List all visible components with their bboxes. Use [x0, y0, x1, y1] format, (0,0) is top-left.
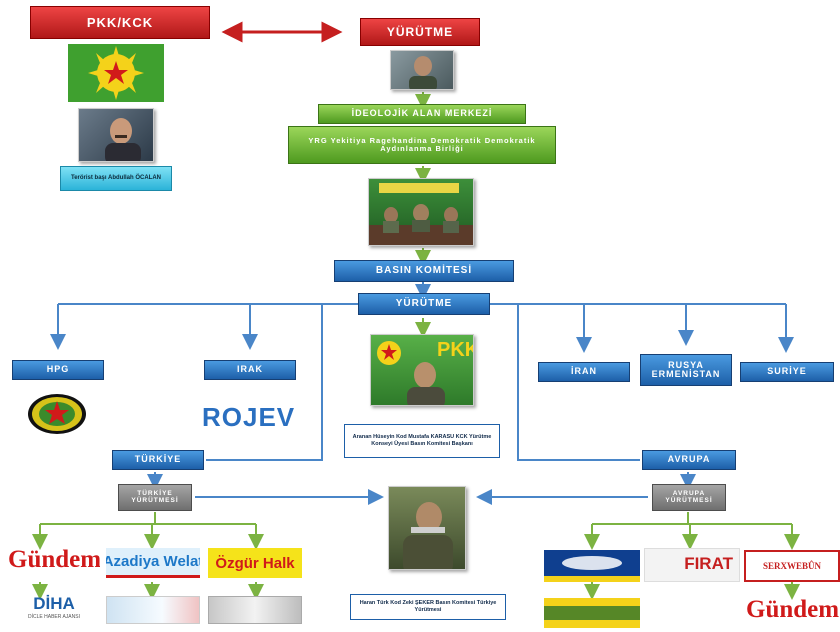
region-iran-label: İRAN — [571, 366, 597, 377]
azadiya-welat-logo: Azadiya Welat — [106, 548, 200, 578]
region-rusya: RUSYA ERMENİSTAN — [640, 354, 732, 386]
diha-text: DİHA — [33, 594, 75, 613]
rojev-text: ROJEV — [202, 402, 296, 432]
founder-photo — [78, 108, 154, 162]
firat-text: FIRAT — [684, 554, 733, 573]
left-media-logo-2 — [106, 596, 200, 624]
yurutme-mid-box: YÜRÜTME — [358, 293, 490, 315]
turkiye-leader-photo — [388, 486, 466, 570]
region-turkiye-label: TÜRKİYE — [134, 454, 182, 465]
region-turkiye: TÜRKİYE — [112, 450, 204, 470]
firat-logo: FIRAT — [644, 548, 740, 582]
region-irak: IRAK — [204, 360, 296, 380]
region-irak-label: IRAK — [237, 364, 263, 375]
union-box: YRG Yekitiya Ragehandina Demokratik Demo… — [288, 126, 556, 164]
serxwebun-text: SERXWEBÛN — [762, 561, 821, 571]
yurutme-mid-label: YÜRÜTME — [395, 297, 453, 309]
region-avrupa-label: AVRUPA — [667, 454, 711, 465]
region-avrupa: AVRUPA — [642, 450, 736, 470]
founder-caption-text: Terörist başı Abdullah ÖCALAN — [70, 175, 161, 182]
gundem-right-logo: Gündem — [746, 596, 840, 630]
left-media-logo-3 — [208, 596, 302, 624]
diha-subtitle: DİCLE HABER AJANSI — [28, 614, 80, 620]
press-committee-box: BASIN KOMİTESİ — [334, 260, 514, 282]
kck-flag-image — [68, 44, 164, 102]
region-iran: İRAN — [538, 362, 630, 382]
blue-path-turkiye — [206, 304, 323, 461]
serxwebun-logo: SERXWEBÛN — [744, 550, 840, 582]
turkiye-yurutme-label: TÜRKİYE YÜRÜTMESİ — [131, 489, 179, 504]
gundem-left-text: Gündem — [8, 546, 100, 573]
blue-path-avrupa — [517, 304, 640, 461]
pkk-kck-box: PKK/KCK — [30, 6, 210, 39]
gundem-right-text: Gündem — [746, 596, 840, 623]
azadiya-welat-text: Azadiya Welat — [106, 553, 200, 570]
region-suriye: SURİYE — [740, 362, 834, 382]
turkiye-yurutme-box: TÜRKİYE YÜRÜTMESİ — [118, 484, 192, 511]
hpg-logo — [28, 394, 86, 434]
yurutme-leader-photo — [390, 50, 454, 90]
right-media-logo-2 — [544, 598, 640, 628]
founder-caption-box: Terörist başı Abdullah ÖCALAN — [60, 166, 172, 191]
pkk-text: PKK — [437, 339, 473, 361]
ozgur-halk-text: Özgür Halk — [215, 554, 295, 572]
conference-photo — [368, 178, 474, 246]
yurutme-top-box: YÜRÜTME — [360, 18, 480, 46]
ideological-center-label: İDEOLOJİK ALAN MERKEZİ — [351, 108, 493, 119]
leader-caption-text: Aranan Hüseyin Kod Mustafa KARASU KCK Yü… — [352, 434, 492, 447]
ozgur-halk-logo: Özgür Halk — [208, 548, 302, 578]
pkk-kck-label: PKK/KCK — [86, 14, 154, 30]
region-hpg: HPG — [12, 360, 104, 380]
region-hpg-label: HPG — [46, 364, 70, 375]
pkk-leader-photo: PKK — [370, 334, 474, 406]
avrupa-yurutme-box: AVRUPA YÜRÜTMESİ — [652, 484, 726, 511]
gundem-left-logo: Gündem — [8, 546, 100, 580]
press-committee-label: BASIN KOMİTESİ — [375, 264, 473, 276]
avrupa-yurutme-label: AVRUPA YÜRÜTMESİ — [665, 489, 713, 504]
yurutme-top-label: YÜRÜTME — [386, 24, 454, 39]
region-rusya-label: RUSYA ERMENİSTAN — [651, 359, 721, 379]
union-label: YRG Yekitiya Ragehandina Demokratik Demo… — [308, 136, 536, 153]
photo-caption-box: Haran Türk Kod Zeki ŞEKER Basın Komitesi… — [350, 594, 506, 620]
ideological-center-box: İDEOLOJİK ALAN MERKEZİ — [318, 104, 526, 124]
diha-logo: DİHA DİCLE HABER AJANSI — [8, 594, 100, 626]
leader-caption-box: Aranan Hüseyin Kod Mustafa KARASU KCK Yü… — [344, 424, 500, 458]
rojev-logo: ROJEV — [202, 402, 298, 432]
right-media-logo-1 — [544, 550, 640, 582]
photo-caption-text: Haran Türk Kod Zeki ŞEKER Basın Komitesi… — [359, 600, 497, 613]
region-suriye-label: SURİYE — [767, 366, 807, 377]
